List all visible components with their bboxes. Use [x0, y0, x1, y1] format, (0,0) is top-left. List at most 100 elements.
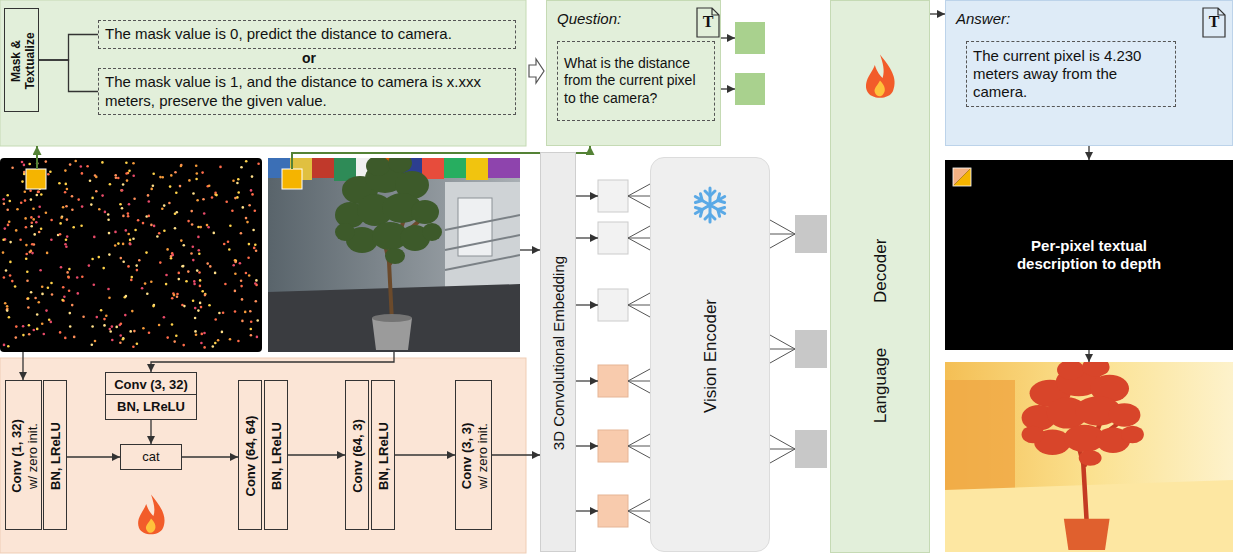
depth-point	[25, 244, 28, 247]
depth-point	[122, 215, 125, 218]
depth-points	[2, 160, 260, 349]
depth-point	[194, 317, 197, 320]
patch-tokens-part-part	[576, 510, 598, 511]
depth-point	[7, 345, 10, 348]
depth-point	[178, 272, 181, 275]
depth-point	[38, 231, 41, 234]
depth-point	[234, 272, 237, 275]
depth-point	[86, 165, 89, 168]
depth-point	[29, 251, 32, 254]
depth-point	[165, 283, 168, 286]
depth-point	[111, 339, 114, 342]
depth-point	[158, 232, 161, 235]
depth-point	[3, 202, 6, 205]
text-block: The current pixel is 4.230 meters away f…	[973, 47, 1169, 102]
depth-point	[108, 232, 111, 235]
depth-point	[132, 174, 135, 177]
depth-point	[45, 212, 48, 215]
depth-point	[223, 243, 226, 246]
depth-point	[150, 280, 153, 283]
depth-point	[21, 180, 24, 183]
depth-point	[122, 243, 125, 246]
node-text: The mask value is 0, predict the distanc…	[105, 25, 452, 43]
rotated-text: Conv (64, 3)	[350, 386, 366, 526]
text-tokens-part	[721, 88, 735, 89]
depth-point	[214, 318, 217, 321]
depth-point	[148, 200, 151, 203]
depth-point	[107, 288, 110, 291]
connector	[492, 454, 540, 455]
rgb-image-part-part	[444, 158, 466, 178]
depth-point	[163, 316, 166, 319]
depth-point	[197, 309, 200, 312]
depth-point	[240, 232, 243, 235]
depth-point	[252, 229, 255, 232]
depth-point	[37, 191, 40, 194]
depth-point	[200, 342, 203, 345]
depth-point	[34, 297, 37, 300]
depth-point	[153, 225, 156, 228]
depth-point	[150, 188, 153, 191]
patch-tokens-part-part	[576, 304, 598, 305]
rotated-text: Mask & Textualize	[8, 14, 37, 108]
patch-tokens-part-part	[576, 195, 598, 196]
depth-point	[200, 226, 203, 229]
depth-point	[93, 236, 96, 239]
depth-point	[225, 200, 228, 203]
depth-point	[122, 260, 125, 263]
depth-point	[240, 280, 243, 283]
depth-point	[67, 275, 70, 278]
depth-point	[129, 330, 132, 333]
depth-point	[117, 177, 120, 180]
rgb-image-part-part	[466, 158, 488, 180]
text-box: What is the distance from the current pi…	[557, 41, 715, 121]
node-text: Question:	[557, 10, 621, 28]
rgb-image-part-part	[445, 182, 520, 290]
depth-point	[161, 176, 164, 179]
node-text: Mask & Textualize	[8, 14, 37, 108]
depth-point	[127, 265, 130, 268]
text-block: Conv (3, 32)	[114, 377, 188, 393]
depth-point	[6, 309, 9, 312]
node-subtext: w/ zero init.	[475, 386, 491, 526]
depth-point	[107, 213, 110, 216]
depth-point	[45, 309, 48, 312]
depth-point	[71, 195, 74, 198]
depth-point	[60, 216, 63, 219]
depth-point	[26, 279, 29, 282]
node-text: 3D Convolutional Embedding	[550, 158, 568, 548]
depth-point	[35, 221, 38, 224]
depth-point	[64, 169, 67, 172]
depth-point	[72, 226, 75, 229]
depth-point	[43, 333, 46, 336]
depth-point	[67, 276, 70, 279]
rotated-text: Vision Encoder	[701, 163, 721, 548]
depth-point	[69, 163, 72, 166]
depth-point	[195, 178, 198, 181]
conv-layer: Conv (64, 3)	[345, 380, 369, 530]
decoder-block: Language Decoder	[830, 0, 930, 553]
patch-tokens-part-part	[628, 369, 650, 393]
text-box: The mask value is 0, predict the distanc…	[98, 20, 516, 49]
depth-point	[192, 259, 195, 262]
depth-point	[206, 224, 209, 227]
depth-point	[250, 334, 253, 337]
depth-point	[14, 285, 17, 288]
depth-point	[109, 328, 112, 331]
depth-point	[256, 319, 259, 322]
depth-point	[182, 344, 185, 347]
depth-point	[239, 262, 242, 265]
depth-point	[235, 260, 238, 263]
depth-point	[88, 264, 91, 267]
depth-point	[196, 172, 199, 175]
depth-point	[24, 217, 27, 220]
depth-point	[204, 293, 207, 296]
depth-point	[107, 218, 110, 221]
node-text: BN, LReLU	[48, 386, 64, 526]
depth-point	[237, 191, 240, 194]
depth-point	[122, 183, 125, 186]
node-text: BN, LReLU	[269, 386, 285, 526]
depth-point	[129, 239, 132, 242]
answer-panel: Answer:The current pixel is 4.230 meters…	[945, 0, 1233, 146]
